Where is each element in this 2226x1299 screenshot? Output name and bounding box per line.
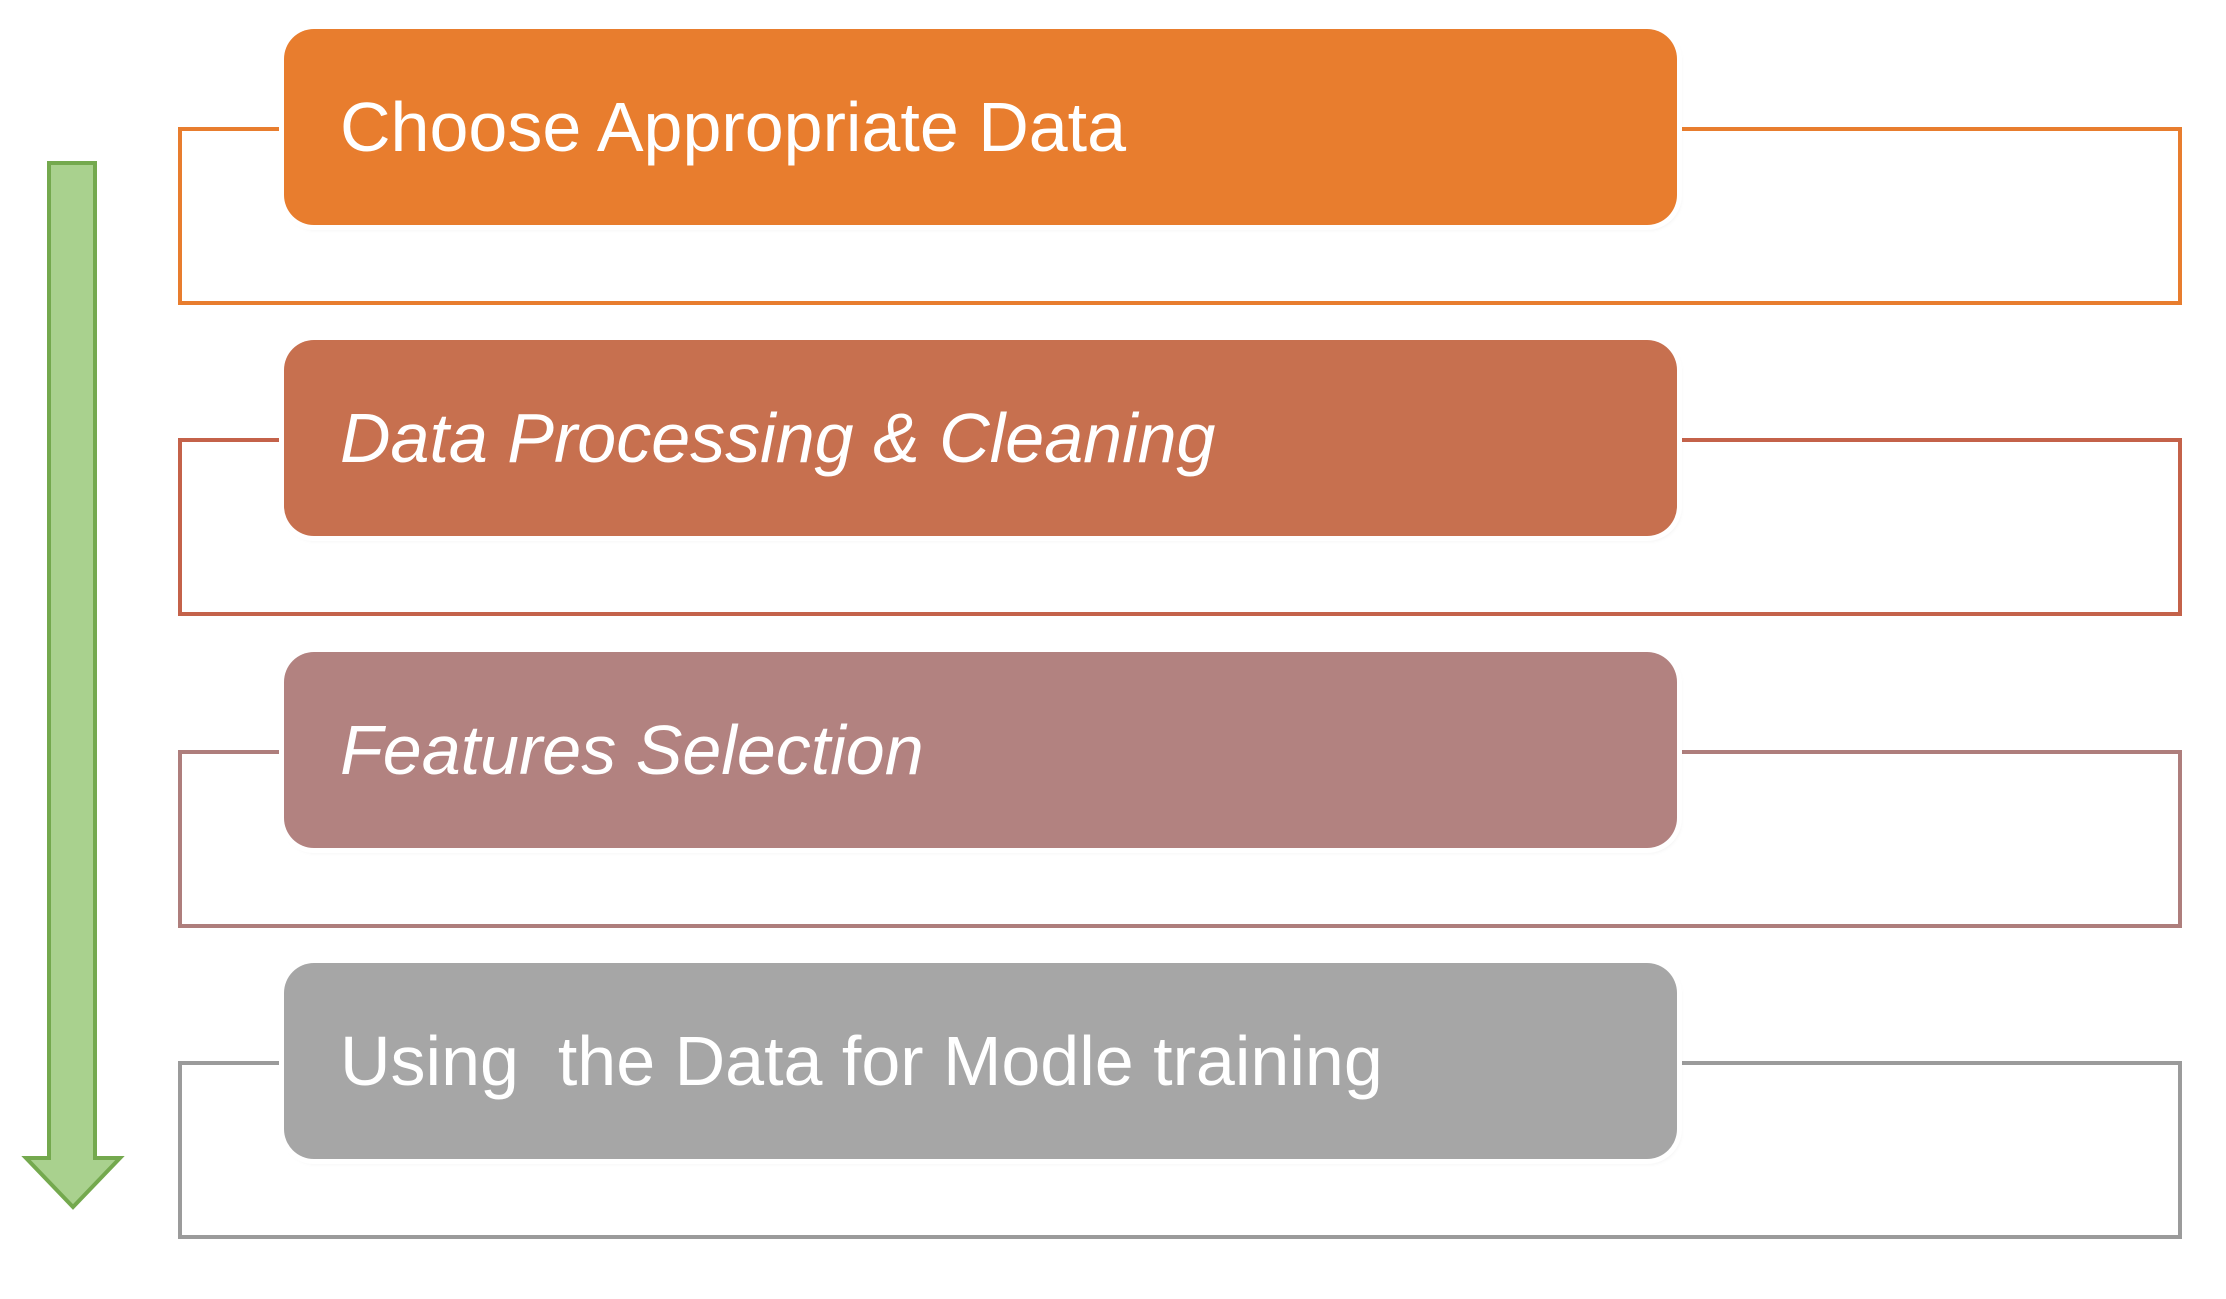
step-box: Data Processing & Cleaning [284, 340, 1677, 536]
step-box: Using the Data for Modle training [284, 963, 1677, 1159]
step-row: Choose Appropriate Data [0, 29, 2226, 341]
step-label: Using the Data for Modle training [340, 1022, 1383, 1100]
step-box: Choose Appropriate Data [284, 29, 1677, 225]
step-label: Choose Appropriate Data [340, 88, 1127, 166]
down-arrow-icon [21, 161, 125, 1210]
step-row: Features Selection [0, 652, 2226, 964]
step-label: Features Selection [340, 711, 924, 789]
down-arrow-shape [21, 161, 125, 1210]
step-row: Data Processing & Cleaning [0, 340, 2226, 652]
step-label: Data Processing & Cleaning [340, 399, 1216, 477]
step-row: Using the Data for Modle training [0, 963, 2226, 1275]
step-box: Features Selection [284, 652, 1677, 848]
